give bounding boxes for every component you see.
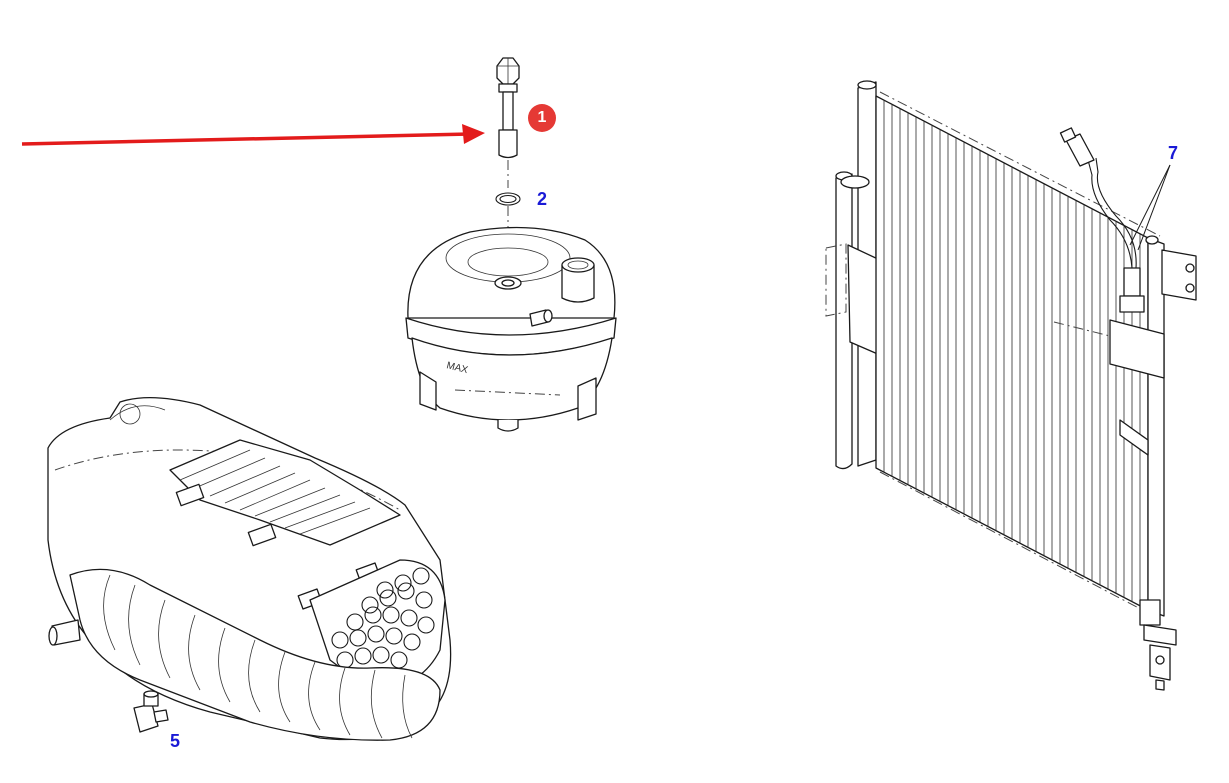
ac-condenser xyxy=(825,80,1197,691)
air-filter-housing xyxy=(47,397,452,741)
callout-leaders xyxy=(1129,164,1171,251)
condenser-fins xyxy=(883,100,1141,606)
part-5-connector xyxy=(133,690,169,733)
callout-label-2: 2 xyxy=(537,189,548,209)
callout-badge-1: 1 xyxy=(528,104,556,132)
red-pointer-arrow-icon xyxy=(21,124,485,146)
filter-outlet-cells xyxy=(331,567,435,685)
expansion-tank: MAX xyxy=(405,226,617,432)
part-1-sensor xyxy=(496,57,520,188)
tank-max-marking: MAX xyxy=(445,360,469,376)
callout-label-5: 5 xyxy=(170,731,181,751)
callout-label-7: 7 xyxy=(1168,143,1179,163)
